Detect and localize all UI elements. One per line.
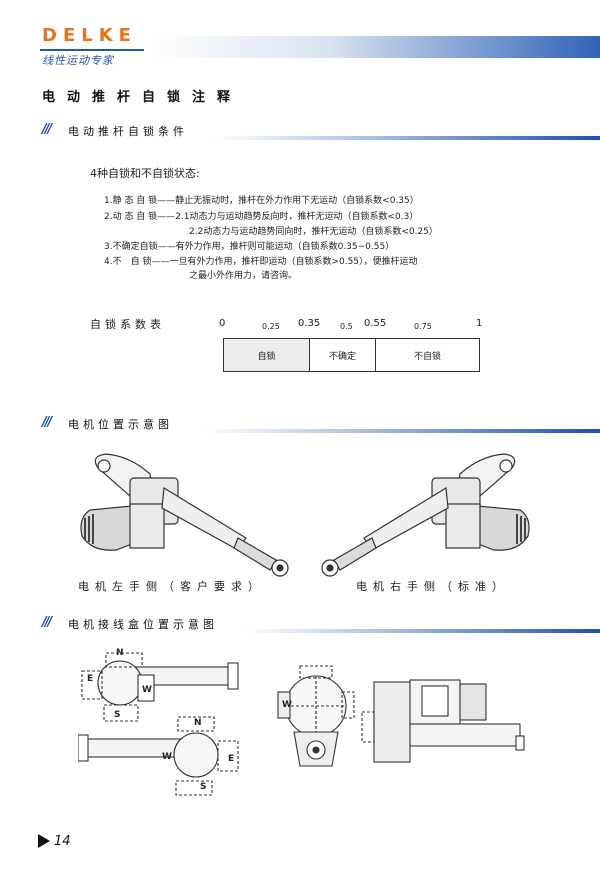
- brand-tagline: 线性运动专家: [42, 54, 114, 67]
- junction-box-left-drawing: [78, 652, 239, 796]
- slashes-icon: ///: [42, 415, 52, 430]
- actuator-right-drawing: [321, 453, 530, 577]
- box-label-w-2: W: [162, 752, 172, 762]
- tick-1: 1: [476, 318, 483, 329]
- box-label-n: N: [116, 648, 124, 658]
- page-number: 14: [54, 834, 71, 849]
- cell-no-lock: 不自锁: [413, 351, 441, 362]
- tick-075: 0.75: [414, 322, 432, 331]
- section-header-self-lock: /// 电动推杆自锁条件: [42, 120, 600, 144]
- page-arrow-icon: [38, 834, 50, 848]
- section-label: 电动推杆自锁条件: [68, 125, 188, 138]
- box-label-n-2: N: [194, 718, 202, 728]
- cell-uncertain: 不确定: [310, 339, 376, 371]
- tick-05: 0.5: [340, 322, 353, 331]
- section-label: 电机位置示意图: [68, 418, 173, 431]
- caption-motor-left: 电机左手侧（客户要求）: [78, 580, 265, 593]
- rule-4-cont: 之最小外作用力，请咨询。: [189, 271, 298, 281]
- page-title: 电动推杆自锁注释: [42, 90, 243, 105]
- box-label-s: S: [114, 710, 121, 720]
- slashes-icon: ///: [42, 122, 52, 137]
- tick-055: 0.55: [364, 318, 387, 329]
- logo-underline: [40, 49, 144, 51]
- header-gradient-band: [150, 36, 600, 58]
- intro-text: 4种自锁和不自锁状态:: [90, 167, 200, 180]
- section-header-junction-box: /// 电机接线盒位置示意图: [42, 613, 600, 637]
- tick-0: 0: [219, 318, 226, 329]
- rule-4: 4.不 自 锁——一旦有外力作用，推杆即运动（自锁系数>0.55），便推杆运动: [104, 257, 418, 267]
- junction-box-front-view-drawing: [277, 665, 355, 767]
- table-label: 自锁系数表: [90, 318, 165, 331]
- box-label-s-2: S: [200, 782, 207, 792]
- rule-2-2: 2.2动态力与运动趋势同向时，推杆无运动（自锁系数<0.25）: [189, 227, 438, 237]
- box-label-e: E: [87, 674, 94, 684]
- tick-025: 0.25: [262, 322, 280, 331]
- actuator-side-view-drawing: [361, 679, 525, 763]
- section-rule: [202, 429, 600, 433]
- section-rule: [212, 136, 600, 140]
- box-label-w: W: [142, 685, 152, 695]
- cell-self-lock: 自锁: [224, 339, 310, 371]
- box-label-e-2: E: [228, 754, 235, 764]
- section-header-motor-position: /// 电机位置示意图: [42, 413, 600, 437]
- rule-3: 3.不确定自锁——有外力作用，推杆则可能运动（自锁系数0.35−0.55）: [104, 242, 395, 252]
- rule-2: 2.动 态 自 锁——2.1动态力与运动趋势反向时，推杆无运动（自锁系数<0.3…: [104, 212, 419, 222]
- coefficient-table: 自锁 不确定 不自锁: [223, 338, 480, 372]
- tick-035: 0.35: [298, 318, 321, 329]
- section-rule: [242, 629, 600, 633]
- section-label: 电机接线盒位置示意图: [68, 618, 218, 631]
- actuator-left-drawing: [80, 453, 289, 577]
- rule-1: 1.静 态 自 锁——静止无振动时，推杆在外力作用下无运动（自锁系数<0.35）: [104, 196, 419, 206]
- brand-logo: DELKE: [42, 25, 137, 46]
- box-label-w-3: W: [282, 700, 292, 710]
- slashes-icon: ///: [42, 615, 52, 630]
- caption-motor-right: 电机右手侧（标准）: [356, 580, 509, 593]
